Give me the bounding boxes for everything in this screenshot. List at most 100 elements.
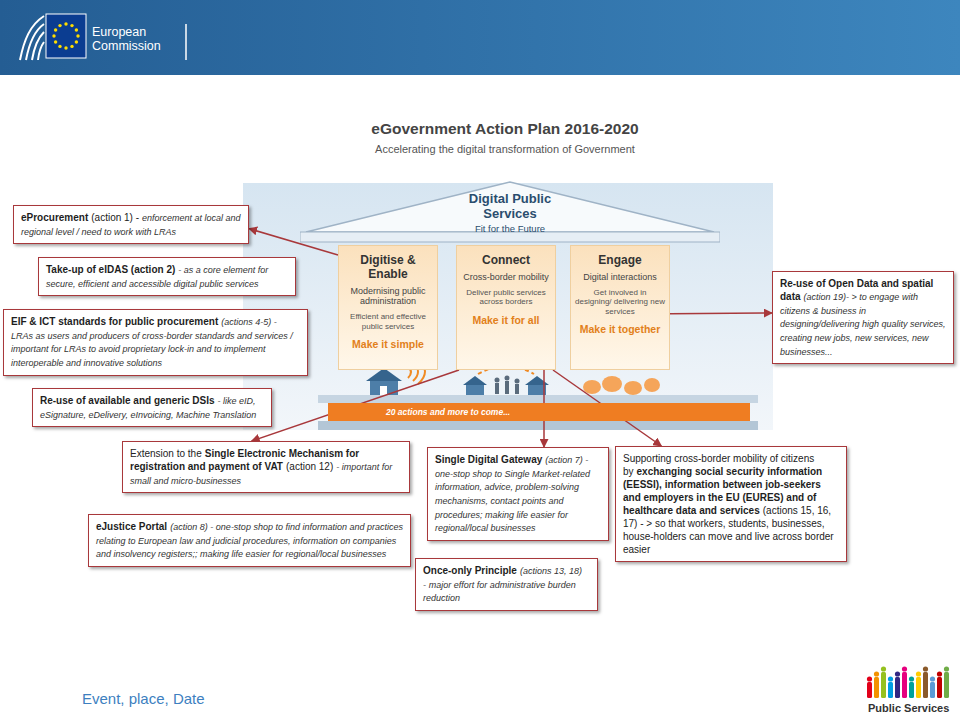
callout-box: Re-use of Open Data and spatial data(act…	[772, 271, 954, 364]
node-text: 20 actions and more to come...	[386, 403, 750, 421]
engage-bubbles	[583, 376, 660, 395]
callout-box: eJustice Portal(action 8) -one-stop shop…	[88, 514, 411, 567]
node-text: (action 12)	[286, 461, 333, 472]
logo-person-body	[867, 682, 872, 698]
person-body	[505, 381, 509, 394]
node-text: (action 1) -	[91, 212, 139, 223]
logo-person-body	[909, 682, 914, 698]
logo-person-head	[867, 676, 872, 681]
flag-star	[76, 34, 79, 37]
illustration-ground	[243, 183, 773, 430]
node-text: Single Digital Gateway	[435, 454, 542, 465]
node-text: Digital interactions	[575, 272, 665, 283]
logo-person-head	[895, 671, 900, 676]
person-body	[495, 383, 499, 394]
pillar-box: Digitise & EnableModernising public admi…	[338, 245, 438, 370]
logo-person-body	[916, 677, 921, 698]
node-text: Digitise & Enable	[343, 254, 433, 282]
person-head	[515, 379, 520, 384]
node-text: Get involved in designing/ delivering ne…	[575, 288, 665, 317]
node-text: Connect	[461, 254, 551, 268]
logo-person-head	[944, 666, 949, 671]
logo-person-body	[888, 682, 893, 698]
person-head	[505, 376, 510, 381]
flag-stars	[52, 22, 79, 49]
flag-star	[70, 45, 73, 48]
house-icon	[463, 376, 549, 395]
callout-box: Re-use of available and generic DSIs- li…	[32, 388, 272, 427]
logo-person-body	[930, 682, 935, 698]
header-band	[0, 0, 960, 75]
callout-box: Single Digital Gateway(action 7) - one-st…	[427, 447, 609, 541]
person-body	[515, 384, 519, 394]
bubble	[583, 380, 601, 394]
logo-person-body	[874, 677, 879, 698]
node-text: Make it together	[575, 323, 665, 336]
callout-box: Supporting cross-border mobility of citi…	[615, 446, 847, 562]
node-text: Extension to the	[130, 448, 202, 459]
callout-box: Extension to theSingle Electronic Mechan…	[122, 441, 410, 493]
bubble	[624, 381, 642, 395]
node-text: eProcurement	[21, 212, 88, 223]
logo-person-body	[902, 672, 907, 698]
callout-box: Take-up of eIDAS (action 2)- as a core e…	[38, 257, 296, 296]
flag-star	[75, 40, 78, 43]
people-icon	[495, 376, 520, 395]
logo-person-head	[909, 676, 914, 681]
node-text: Fit for the Future	[300, 223, 720, 234]
bubble	[602, 376, 622, 392]
logo-person-head	[902, 666, 907, 671]
node-text: (action 7) -	[545, 455, 588, 465]
flag-star	[70, 24, 73, 27]
logo-person-body	[923, 672, 928, 698]
flag-star	[58, 24, 61, 27]
node-text: one-stop shop to Single Market-related i…	[435, 469, 590, 534]
node-text: Re-use of available and generic DSIs	[40, 395, 215, 406]
node-text: Engage	[575, 254, 665, 268]
logo-person-head	[874, 671, 879, 676]
logo-person-body	[944, 672, 949, 698]
house-door	[380, 386, 387, 395]
roof-banner: Digital Public ServicesFit for the Futur…	[300, 180, 720, 244]
node-text: Make it for all	[461, 314, 551, 327]
house-roof	[525, 376, 549, 385]
callout-box: EIF & ICT standards for public procureme…	[3, 309, 308, 376]
platform-step	[318, 421, 758, 430]
flag-star	[64, 22, 67, 25]
callout-box: eProcurement(action 1) -enforcement at l…	[13, 205, 249, 244]
logo-divider	[185, 24, 187, 60]
logo-person-body	[937, 677, 942, 698]
public-services-logo	[867, 666, 949, 698]
node-text: Cross-border mobility	[461, 272, 551, 283]
subtitle: Accelerating the digital transformation …	[305, 143, 705, 155]
footer-text: Event, place, Date	[82, 690, 382, 707]
base-band: 20 actions and more to come...	[328, 403, 750, 421]
node-text: Take-up of eIDAS (action 2)	[46, 264, 175, 275]
node-text: Digital Public Services	[450, 192, 570, 222]
callout-box: Once-only Principle(actions 13, 18) -maj…	[415, 558, 598, 611]
logo-person-head	[937, 671, 942, 676]
node-text: EIF & ICT standards for public procureme…	[11, 316, 218, 327]
house-wall	[466, 384, 484, 395]
logo-person-body	[881, 672, 886, 698]
node-text: eJustice Portal	[96, 521, 167, 532]
pillar-box: EngageDigital interactionsGet involved i…	[570, 245, 670, 370]
logo-caption: Public Services	[868, 702, 956, 714]
logo-person-head	[930, 676, 935, 681]
flag-star	[52, 34, 55, 37]
connector-arrow	[670, 312, 772, 314]
person-head	[495, 378, 500, 383]
node-text: (action 8) -	[170, 522, 213, 532]
logo-person-head	[888, 676, 893, 681]
node-text: Modernising public administration	[343, 286, 433, 308]
node-text: Make it simple	[343, 338, 433, 351]
node-text: Deliver public services across borders	[461, 288, 551, 307]
flag-star	[64, 46, 67, 49]
flag-star	[75, 28, 78, 31]
logo-person-head	[916, 671, 921, 676]
flag-star	[54, 28, 57, 31]
logo-person-body	[895, 677, 900, 698]
logo-text: European Commission	[92, 25, 182, 54]
flag-star	[54, 40, 57, 43]
pillar-box: ConnectCross-border mobilityDeliver publ…	[456, 245, 556, 370]
